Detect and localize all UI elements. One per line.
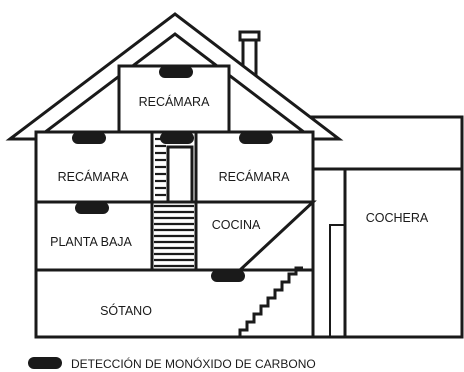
legend-label: DETECCIÓN DE MONÓXIDO DE CARBONO	[71, 356, 316, 371]
staircase-upper	[155, 137, 166, 197]
garage-label: COCHERA	[366, 211, 429, 225]
co-detector-icon	[75, 202, 109, 214]
basement-label: SÓTANO	[100, 303, 152, 318]
garage-structure	[310, 115, 464, 339]
kitchen-label: COCINA	[212, 218, 261, 232]
staircase-lower	[154, 204, 194, 268]
basement-wall	[34, 268, 315, 339]
right-bedroom-label: RECÁMARA	[219, 169, 291, 184]
basement-stairs	[238, 266, 303, 337]
co-detector-icon	[72, 132, 106, 144]
garage-wall	[310, 167, 464, 339]
hallway-doorway	[166, 145, 194, 204]
co-detectors	[28, 66, 273, 369]
attic-bedroom-label: RECÁMARA	[139, 94, 211, 109]
garage-door-frame	[329, 224, 345, 337]
left-bedroom-label: RECÁMARA	[58, 169, 130, 184]
co-detector-icon	[160, 132, 194, 144]
co-detector-icon	[211, 270, 245, 282]
garage-roof	[310, 115, 464, 171]
kitchen-floor	[194, 200, 317, 272]
ground-floor-label: PLANTA BAJA	[50, 235, 132, 249]
co-detector-icon	[159, 66, 193, 78]
legend-co-detector-icon	[28, 357, 62, 369]
co-detector-icon	[239, 132, 273, 144]
